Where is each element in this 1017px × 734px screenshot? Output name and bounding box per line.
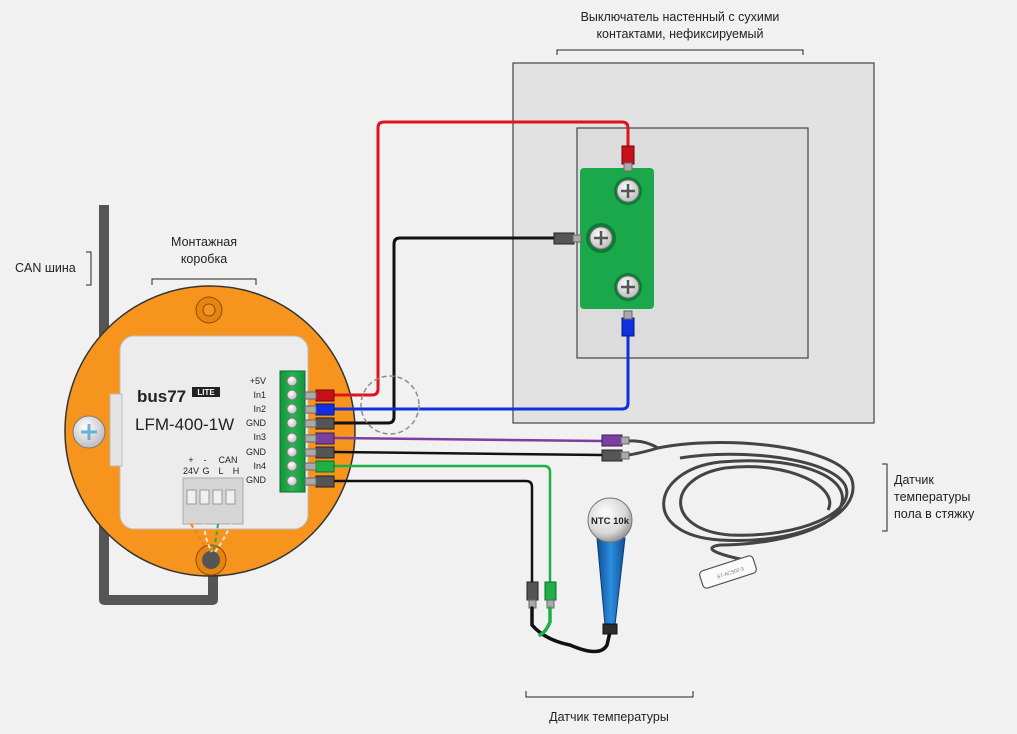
- floor-sensor-label-line3: пола в стяжку: [894, 507, 975, 521]
- connector-black-module-3: [315, 475, 335, 488]
- terminal-block: [279, 370, 306, 493]
- terminal-label-in1: In1: [253, 390, 266, 400]
- connector-black-floor: [601, 449, 623, 462]
- terminal-label-gnd3: GND: [246, 475, 267, 485]
- mount-screw-left: [72, 415, 106, 449]
- ntc-sensor-head: [587, 497, 633, 543]
- wire-black-gnd-switch: [334, 236, 554, 425]
- connector-red-module: [315, 389, 335, 402]
- switch-caption: Выключатель настенный с сухими контактам…: [556, 10, 804, 55]
- probe-body: [699, 555, 757, 589]
- floor-sensor-cable: [628, 439, 855, 570]
- wire-red-in1: [334, 120, 630, 397]
- connector-red-switch: [621, 145, 635, 165]
- mount-screw-top: [195, 296, 223, 324]
- floor-sensor-label-line2: температуры: [894, 490, 970, 504]
- ntc-sensor-leads: [530, 606, 612, 654]
- ntc-sensor: NTC 10k: [587, 497, 633, 635]
- switch-contact-block: [580, 168, 654, 309]
- ntc-connectors: [526, 581, 557, 609]
- bus-label-can: CAN: [218, 455, 237, 465]
- bus-label-24v: 24V: [183, 466, 199, 476]
- bus-label-g: G: [202, 466, 209, 476]
- wire-black-gnd-floor: [333, 450, 603, 457]
- bus-label-h: H: [233, 466, 240, 476]
- connector-blue-module: [315, 403, 335, 416]
- wires-to-switch: [334, 120, 630, 425]
- wire-blue-in2: [334, 336, 630, 411]
- terminal-label-in4: In4: [253, 461, 266, 471]
- ntc-sensor-body: [596, 537, 626, 626]
- can-bus-caption: CAN шина: [15, 251, 92, 286]
- switch-title-line2: контактами, нефиксируемый: [596, 27, 763, 41]
- wires-to-floor-sensor: [333, 436, 603, 457]
- bus-label-plus: +: [188, 455, 193, 465]
- wires-to-ntc: [334, 464, 552, 582]
- bus-wires: [190, 523, 232, 553]
- switch-screw-top: [614, 177, 642, 205]
- connector-black-ntc: [526, 581, 539, 601]
- lite-badge-text: LITE: [197, 388, 215, 397]
- floor-sensor-connectors: [601, 434, 630, 462]
- floor-sensor-caption: Датчик температуры пола в стяжку: [882, 463, 975, 532]
- wire-purple-in3: [333, 436, 603, 443]
- lfm-module: bus77 LITE LFM-400-1W +5V In1 In2 GND In…: [109, 335, 309, 553]
- ntc-sensor-label: NTC 10k: [591, 516, 630, 527]
- wire-black-gnd-ntc: [334, 479, 534, 582]
- connector-black-switch: [553, 232, 575, 245]
- ntc-caption-label: Датчик температуры: [549, 710, 669, 724]
- brand-logo: bus77: [137, 387, 186, 406]
- floor-sensor-label-line1: Датчик: [894, 473, 934, 487]
- module-connectors: [304, 389, 335, 488]
- connector-green-module: [315, 460, 335, 473]
- terminal-label-gnd2: GND: [246, 447, 267, 457]
- crossing-highlight: [360, 375, 420, 435]
- mount-screw-bottom: [195, 544, 227, 576]
- terminal-label-in3: In3: [253, 432, 266, 442]
- switch-connectors: [553, 145, 635, 337]
- connector-black-module-1: [315, 417, 335, 430]
- connector-purple: [601, 434, 623, 447]
- terminal-labels: +5V In1 In2 GND In3 GND In4 GND: [246, 376, 267, 485]
- bus-label-l: L: [218, 466, 223, 476]
- floor-sensor-probe: ST-ACS02-3: [699, 555, 757, 589]
- terminal-label-gnd1: GND: [246, 418, 267, 428]
- wire-green-in4: [334, 464, 552, 582]
- terminal-screws: [286, 375, 298, 487]
- switch-screw-bottom: [614, 273, 642, 301]
- model-name: LFM-400-1W: [135, 415, 234, 434]
- lite-badge: [192, 387, 220, 397]
- connector-blue-switch: [621, 317, 635, 337]
- bus-labels: + - CAN 24V G L H: [183, 455, 239, 476]
- connector-green-ntc: [544, 581, 557, 601]
- connector-black-module-2: [315, 446, 335, 459]
- terminal-label-in2: In2: [253, 404, 266, 414]
- ntc-caption: Датчик температуры: [525, 691, 694, 724]
- bus-connector-pins: [186, 489, 236, 505]
- bus-label-minus: -: [204, 455, 207, 465]
- can-bus-label: CAN шина: [15, 261, 76, 275]
- mount-box-caption: Монтажная коробка: [151, 235, 257, 285]
- switch-screw-middle: [586, 223, 616, 253]
- terminal-label-5v: +5V: [250, 376, 266, 386]
- switch-title-line1: Выключатель настенный с сухими: [581, 10, 780, 24]
- wall-switch: [512, 62, 875, 424]
- mount-box-label-line1: Монтажная: [171, 235, 237, 249]
- connector-purple-module: [315, 432, 335, 445]
- mount-box-label-line2: коробка: [181, 252, 227, 266]
